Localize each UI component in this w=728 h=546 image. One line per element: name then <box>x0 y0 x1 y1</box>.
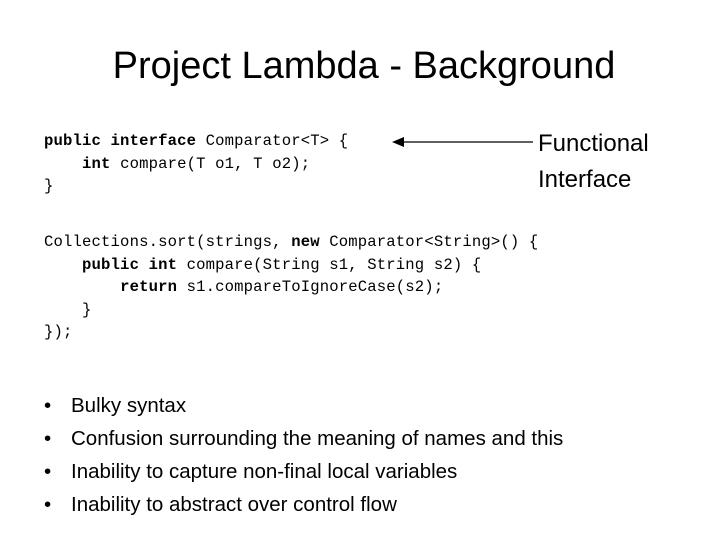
code-line: }); <box>44 321 538 344</box>
bullet-item: • Bulky syntax <box>44 389 563 422</box>
code-text: }); <box>44 323 73 342</box>
code-line: Collections.sort(strings, new Comparator… <box>44 231 538 254</box>
code-text: compare(T o1, T o2); <box>110 154 311 173</box>
code-text: } <box>44 300 92 319</box>
callout-line-1: Functional <box>538 130 649 157</box>
bullet-text: Confusion surrounding the meaning of nam… <box>71 427 564 450</box>
functional-interface-callout: Functional Interface <box>538 126 649 198</box>
code-text <box>44 155 82 173</box>
code-block-anonymous-class: Collections.sort(strings, new Comparator… <box>44 231 538 344</box>
code-line: int compare(T o1, T o2); <box>44 153 348 176</box>
bullet-dot-icon: • <box>44 427 52 450</box>
code-block-comparator-interface: public interface Comparator<T> { int com… <box>44 130 348 198</box>
code-text: compare(String s1, String s2) { <box>177 255 482 274</box>
code-line: public int compare(String s1, String s2)… <box>44 254 538 277</box>
bullet-dot-icon: • <box>44 493 52 516</box>
bullet-text: Inability to capture non-final local var… <box>71 460 458 483</box>
bullet-dot-icon: • <box>44 394 52 417</box>
code-keyword: int <box>82 154 111 173</box>
code-line: } <box>44 299 538 322</box>
callout-arrow <box>392 137 533 147</box>
code-keyword: public int <box>82 255 178 274</box>
code-text: Comparator<T> { <box>196 132 349 150</box>
code-line: return s1.compareToIgnoreCase(s2); <box>44 276 538 299</box>
code-line: } <box>44 175 348 198</box>
bullet-list: • Bulky syntax • Confusion surrounding the … <box>44 389 563 521</box>
code-line: public interface Comparator<T> { <box>44 130 348 153</box>
bullet-text: Inability to abstract over control flow <box>71 493 397 516</box>
code-keyword: return <box>120 278 178 297</box>
code-text: s1.compareToIgnoreCase(s2); <box>177 278 444 297</box>
bullet-text: Bulky syntax <box>71 394 187 417</box>
code-keyword: public interface <box>44 132 197 150</box>
code-text <box>44 256 82 274</box>
bullet-item: • Confusion surrounding the meaning of na… <box>44 422 563 455</box>
bullet-item: • Inability to capture non-final local va… <box>44 455 563 488</box>
slide-title: Project Lambda - Background <box>112 45 616 87</box>
code-keyword: new <box>291 233 320 251</box>
code-text: } <box>44 177 54 196</box>
callout-line-2: Interface <box>538 166 632 193</box>
code-text: Comparator<String>() { <box>319 233 539 251</box>
bullet-item: • Inability to abstract over control flow <box>44 488 563 521</box>
code-text: Collections.sort(strings, <box>44 233 292 251</box>
bullet-dot-icon: • <box>44 460 52 483</box>
code-text <box>44 278 120 296</box>
